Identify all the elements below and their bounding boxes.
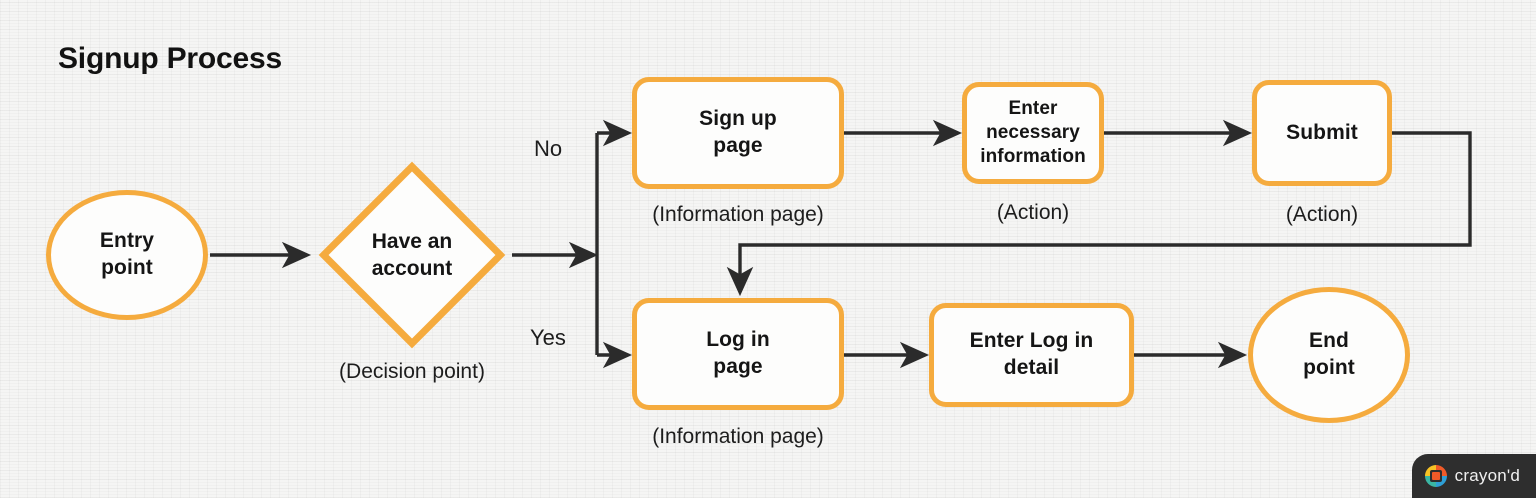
node-end-point[interactable]: End point <box>1248 287 1410 423</box>
node-login-page[interactable]: Log in page <box>632 298 844 410</box>
caption-submit-action: (Action) <box>1285 203 1359 226</box>
caption-signup-information-page: (Information page) <box>652 203 824 226</box>
node-signup-page[interactable]: Sign up page <box>632 77 844 189</box>
edge-label-yes: Yes <box>530 325 566 350</box>
node-enter-necessary-information[interactable]: Enter necessary information <box>962 82 1104 184</box>
node-submit[interactable]: Submit <box>1252 80 1392 186</box>
node-signup-page-label: Sign up page <box>699 107 777 157</box>
node-decision-have-account[interactable]: Have an account <box>314 157 510 353</box>
brand-badge[interactable]: crayon'd <box>1411 454 1536 498</box>
node-entry-point-label: Entry point <box>99 229 155 279</box>
edge-decision-branch <box>512 133 599 355</box>
edge-label-no: No <box>534 136 563 161</box>
node-enter-login-detail-label: Enter Log in detail <box>969 329 1094 379</box>
node-end-point-label: End point <box>1303 329 1355 379</box>
node-submit-label: Submit <box>1286 120 1358 144</box>
node-login-page-label: Log in page <box>706 328 770 378</box>
page-title: Signup Process <box>58 42 282 75</box>
brand-name: crayon'd <box>1454 466 1520 485</box>
node-enter-necessary-information-label: Enter necessary information <box>980 97 1086 168</box>
crayond-logo-icon <box>1424 465 1447 487</box>
node-decision-have-account-label: Have an account <box>371 229 453 280</box>
caption-decision-point: (Decision point) <box>339 360 485 383</box>
node-enter-login-detail[interactable]: Enter Log in detail <box>929 303 1134 407</box>
caption-enterinfo-action: (Action) <box>996 201 1070 224</box>
node-entry-point[interactable]: Entry point <box>46 190 208 320</box>
caption-login-information-page: (Information page) <box>652 425 824 448</box>
